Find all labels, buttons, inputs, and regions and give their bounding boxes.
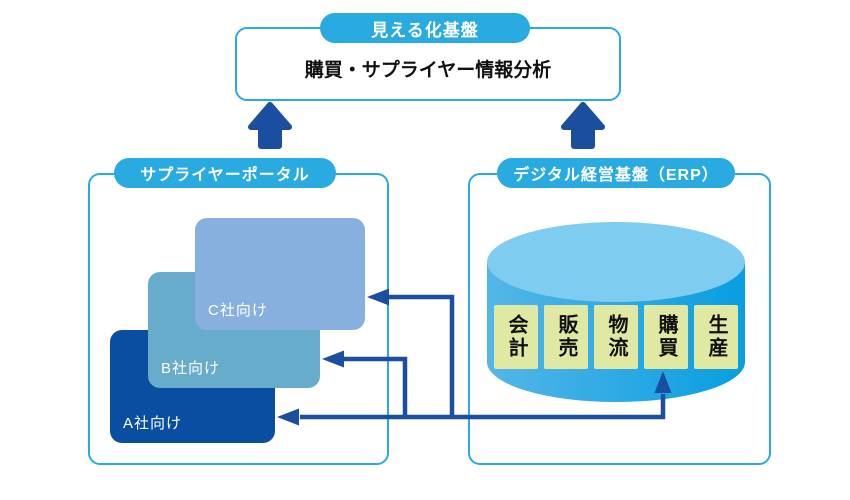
connector-branch-c: [386, 294, 455, 417]
arrowhead-purchasing: [654, 371, 672, 393]
card-company-c: C社向け: [195, 218, 365, 330]
card-company-c-label: C社向け: [208, 302, 268, 319]
supplier-portal-badge: サプライヤーポータル: [114, 158, 336, 188]
visualization-platform-label: 購買・サプライヤー情報分析: [304, 59, 552, 81]
up-arrow-icon: [561, 102, 605, 149]
connector-branch-b: [341, 356, 408, 417]
database-cylinder-top: [487, 222, 745, 302]
erp-badge: デジタル経営基盤（ERP）: [497, 158, 735, 188]
erp-module-accounting: 会計: [494, 305, 538, 369]
connector-trunk-line: [300, 394, 666, 420]
erp-module-sales: 販売: [544, 305, 588, 369]
card-company-b-label: B社向け: [161, 360, 221, 377]
up-arrow-icon: [248, 102, 292, 149]
erp-module-production: 生産: [694, 305, 738, 369]
arrowhead-card-c: [367, 288, 389, 306]
erp-module-purchasing: 購買: [644, 305, 688, 369]
arrowhead-card-a: [277, 408, 299, 426]
arrowhead-card-b: [322, 350, 344, 368]
card-company-a-label: A社向け: [123, 415, 183, 432]
erp-module-logistics: 物流: [594, 305, 638, 369]
visualization-platform-badge: 見える化基盤: [320, 13, 530, 43]
